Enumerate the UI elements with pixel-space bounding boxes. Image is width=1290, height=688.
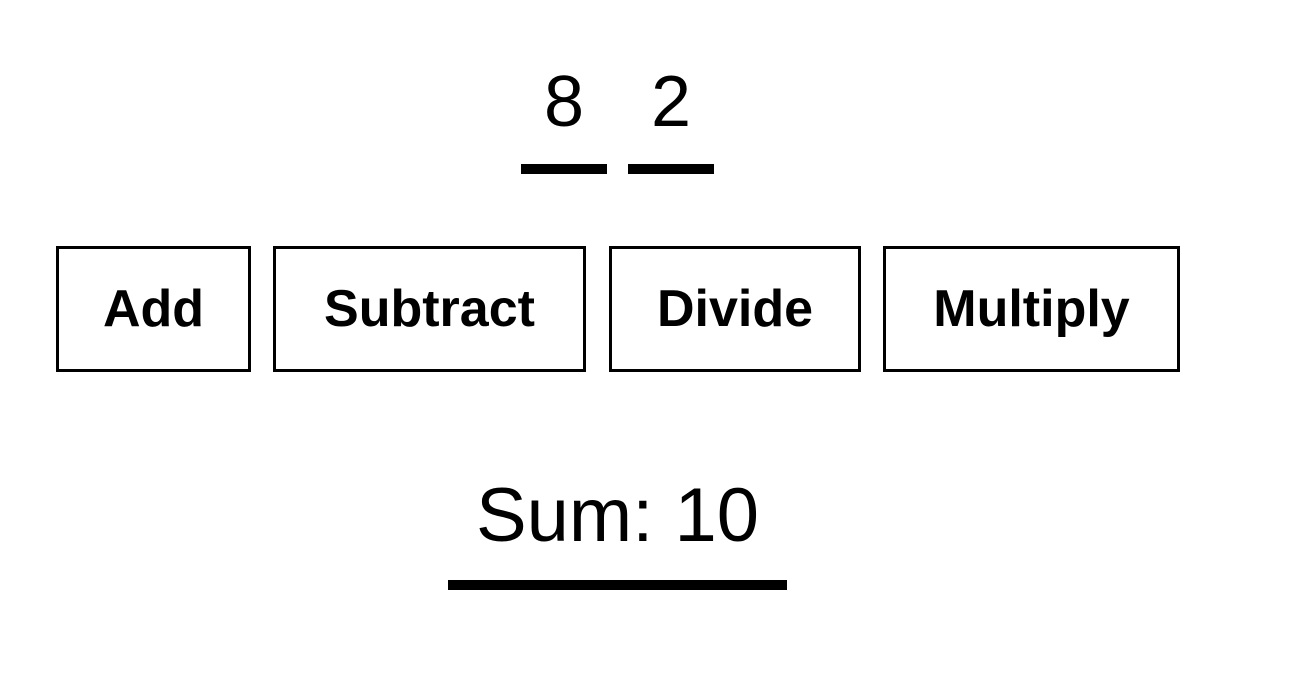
subtract-button[interactable]: Subtract bbox=[273, 246, 586, 372]
operand-b-field[interactable]: 2 bbox=[628, 60, 714, 174]
add-button[interactable]: Add bbox=[56, 246, 251, 372]
operand-a-field[interactable]: 8 bbox=[521, 60, 607, 174]
divide-button[interactable]: Divide bbox=[609, 246, 861, 372]
multiply-button[interactable]: Multiply bbox=[883, 246, 1180, 372]
result-display: Sum: 10 bbox=[448, 470, 787, 590]
